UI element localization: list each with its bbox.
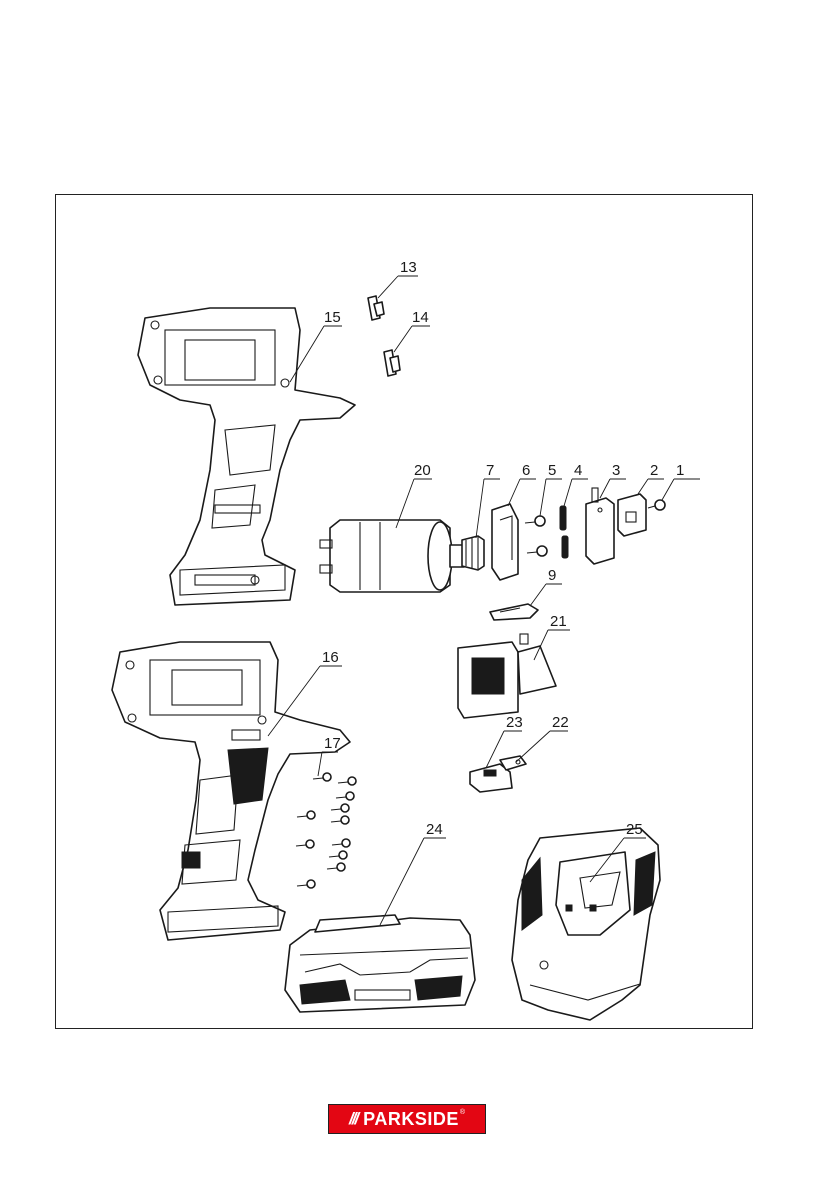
direction-lever-9 — [490, 604, 538, 620]
battery-24 — [285, 915, 475, 1012]
label-9: 9 — [548, 567, 556, 584]
bracket-3 — [586, 488, 614, 564]
label-16: 16 — [322, 649, 339, 666]
springs-4 — [560, 506, 568, 558]
logo-stripes-icon: /// — [349, 1109, 357, 1129]
parkside-logo: /// PARKSIDE ® — [328, 1104, 486, 1134]
label-21: 21 — [550, 613, 567, 630]
screws-5 — [525, 516, 547, 556]
motor-20 — [320, 520, 464, 592]
switch-unit-21 — [458, 634, 556, 718]
screws-17 — [296, 773, 356, 888]
label-6: 6 — [522, 462, 530, 479]
label-5: 5 — [548, 462, 556, 479]
plate-6 — [492, 504, 518, 580]
label-22: 22 — [552, 714, 569, 731]
label-1: 1 — [676, 462, 684, 479]
charger-25 — [512, 828, 660, 1020]
clip-14 — [384, 350, 400, 376]
housing-half-15 — [138, 308, 355, 605]
label-14: 14 — [412, 309, 429, 326]
label-20: 20 — [414, 462, 431, 479]
label-7: 7 — [486, 462, 494, 479]
label-17: 17 — [324, 735, 341, 752]
clip-13 — [368, 296, 384, 320]
switch-2 — [618, 494, 646, 536]
label-4: 4 — [574, 462, 582, 479]
logo-brand-text: PARKSIDE — [363, 1109, 459, 1130]
label-13: 13 — [400, 259, 417, 276]
label-23: 23 — [506, 714, 523, 731]
label-3: 3 — [612, 462, 620, 479]
pinion-gear-7 — [462, 536, 484, 570]
label-2: 2 — [650, 462, 658, 479]
logo-registered-mark: ® — [460, 1109, 465, 1116]
label-15: 15 — [324, 309, 341, 326]
screw-1 — [648, 500, 665, 510]
label-25: 25 — [626, 821, 643, 838]
housing-half-16 — [112, 642, 350, 940]
label-24: 24 — [426, 821, 443, 838]
switch-parts-22-23 — [470, 756, 526, 792]
